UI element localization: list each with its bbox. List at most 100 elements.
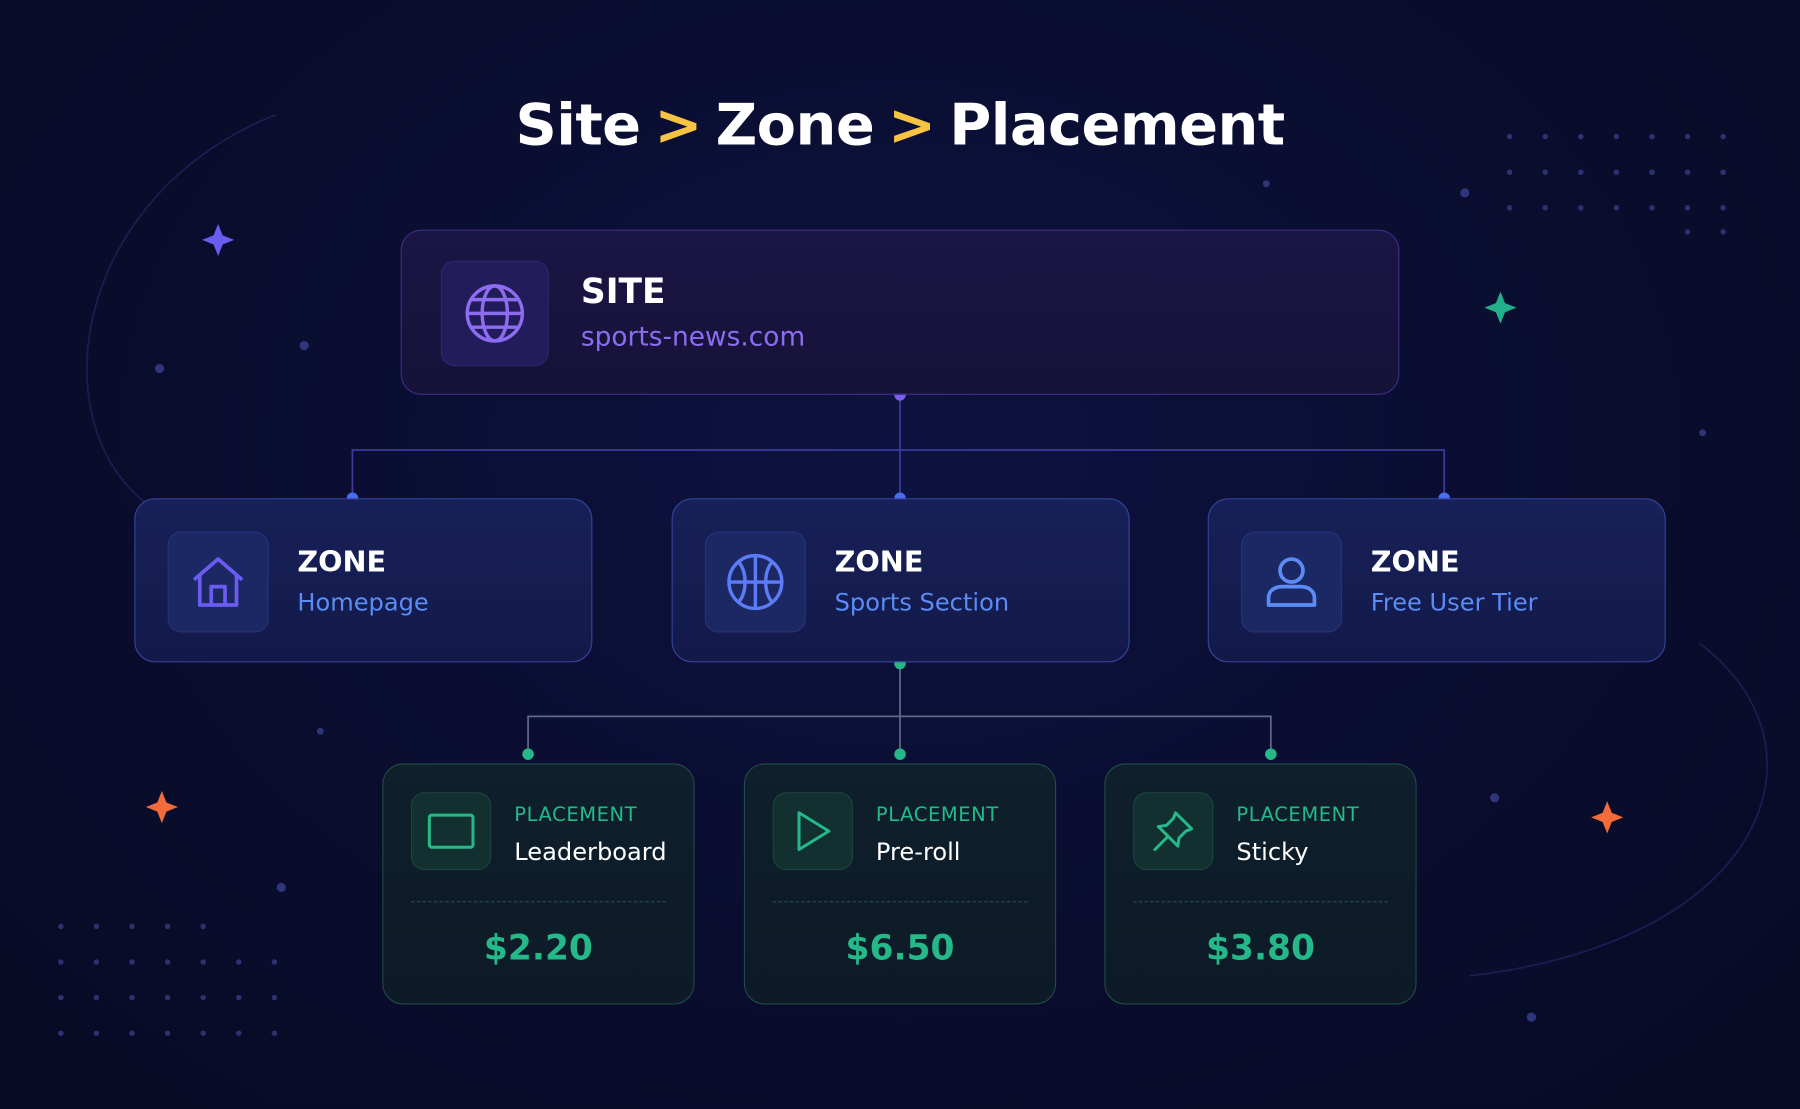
decor-dot (200, 1030, 206, 1036)
zone-kicker: ZONE (834, 545, 924, 579)
placement-price: $6.50 (845, 928, 955, 969)
decor-dot (1684, 133, 1691, 140)
rectangle-icon (410, 792, 492, 871)
placement-name: Pre-roll (875, 838, 961, 866)
pin-icon (1133, 792, 1214, 871)
placement-kicker: PLACEMENT (514, 803, 638, 827)
decor-dot (1684, 205, 1691, 211)
site-name: sports-news.com (580, 322, 806, 353)
decor-dot (200, 994, 206, 1001)
title-placement: Placement (949, 91, 1285, 159)
decor-dot (1613, 133, 1620, 140)
decor-dot (93, 1030, 100, 1036)
decor-dot (1578, 133, 1584, 140)
decor-dot (271, 1030, 278, 1036)
placement-card-pre-roll[interactable]: PLACEMENT Pre-roll $6.50 (743, 763, 1057, 1005)
placement-card-sticky[interactable]: PLACEMENT Sticky $3.80 (1104, 763, 1417, 1005)
decor-dot (1506, 205, 1513, 211)
title-separator: > (887, 91, 936, 159)
decor-dot (276, 882, 286, 892)
decor-dot (1649, 169, 1655, 175)
decor-dot (1526, 1012, 1537, 1022)
decor-dot (1578, 169, 1584, 175)
decor-dot (1720, 169, 1726, 175)
decor-dot (1720, 133, 1726, 140)
connector-node (522, 748, 534, 760)
placement-kicker: PLACEMENT (1236, 803, 1360, 827)
zone-card-sports-section[interactable]: ZONE Sports Section (671, 498, 1130, 663)
decor-dot (1699, 429, 1706, 437)
decor-dot (1506, 133, 1513, 140)
decor-dot (58, 994, 64, 1001)
decor-dot (93, 994, 100, 1001)
decor-dot (129, 923, 135, 930)
decor-dot (271, 994, 278, 1001)
decor-dot (236, 959, 242, 965)
decor-dot (129, 994, 135, 1001)
title-separator: > (654, 91, 702, 159)
decor-dot (129, 1030, 135, 1036)
decor-dot (164, 923, 171, 930)
decor-dot (1684, 229, 1691, 235)
decor-dot (316, 727, 324, 735)
placement-name: Leaderboard (514, 838, 667, 866)
zone-card-homepage[interactable]: ZONE Homepage (134, 498, 593, 663)
play-icon (772, 792, 853, 871)
dot-grid-bottom-left (58, 923, 278, 1036)
decor-dot (1542, 133, 1548, 140)
decor-dot (1720, 229, 1726, 235)
decor-dot (1649, 205, 1655, 211)
site-zone-connectors (351, 394, 1446, 499)
home-icon (167, 531, 269, 633)
divider (410, 901, 666, 903)
sparkle-icon (1591, 801, 1624, 834)
decor-dot (154, 363, 165, 374)
decor-dot (129, 959, 135, 965)
dot-grid-top-right (1506, 133, 1726, 235)
page-title: Site>Zone>Placement (0, 92, 1800, 159)
site-kicker: SITE (580, 272, 666, 313)
decor-dot (1262, 180, 1270, 188)
title-zone: Zone (715, 91, 875, 159)
zone-name: Sports Section (834, 588, 1010, 617)
title-site: Site (515, 91, 641, 159)
user-icon (1240, 531, 1343, 633)
decor-dot (58, 923, 64, 930)
zone-kicker: ZONE (297, 545, 387, 579)
decor-dot (93, 959, 100, 965)
site-card[interactable]: SITE sports-news.com (400, 229, 1400, 395)
placement-kicker: PLACEMENT (875, 803, 999, 827)
decor-dot (1684, 169, 1691, 175)
decor-dot (1613, 169, 1620, 175)
decor-dot (1649, 133, 1655, 140)
decorative-arc-left (86, 114, 276, 529)
decor-dot (1720, 205, 1726, 211)
connector-node (894, 748, 906, 760)
decor-dot (164, 959, 171, 965)
connector-node (1265, 748, 1277, 760)
decor-dot (271, 959, 278, 965)
divider (1133, 901, 1388, 903)
decor-dot (1542, 169, 1548, 175)
decor-dot (164, 1030, 171, 1036)
globe-icon (440, 260, 549, 367)
zone-card-free-user-tier[interactable]: ZONE Free User Tier (1207, 498, 1666, 663)
decor-dot (236, 1030, 242, 1036)
decor-dot (58, 959, 64, 965)
decor-dot (164, 994, 171, 1001)
decor-dot (1460, 188, 1470, 198)
sparkle-icon (1484, 291, 1517, 324)
decor-dot (1542, 205, 1548, 211)
decor-dot (299, 340, 309, 351)
placement-price: $3.80 (1206, 928, 1315, 969)
decor-dot (1613, 205, 1620, 211)
divider (772, 901, 1028, 903)
sparkle-icon (202, 223, 235, 257)
placement-card-leaderboard[interactable]: PLACEMENT Leaderboard $2.20 (382, 763, 695, 1005)
decor-dot (1490, 793, 1500, 803)
decor-dot (93, 923, 100, 930)
decor-dot (58, 1030, 64, 1036)
zone-name: Homepage (297, 588, 429, 617)
